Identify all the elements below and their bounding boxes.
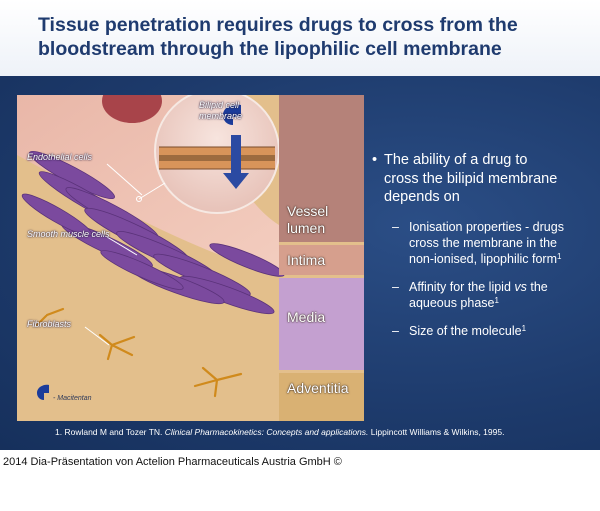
adventitia-label: Adventitia — [287, 380, 349, 396]
title-bar: Tissue penetration requires drugs to cro… — [0, 0, 600, 76]
bilipid-membrane — [159, 146, 275, 170]
bullet-list: • The ability of a drug to cross the bil… — [372, 151, 598, 339]
legend-label: - Macitentan — [53, 395, 92, 402]
smooth-muscle-cells-label: Smooth muscle cells — [27, 229, 110, 239]
adventitia-block — [279, 373, 364, 421]
callout-label-line2: membrane — [199, 111, 243, 121]
media-label: Media — [287, 309, 326, 325]
sub-bullet-ionisation: – Ionisation properties - drugs cross th… — [392, 219, 564, 266]
vessel-lumen-label: Vessel lumen — [287, 203, 329, 236]
vessel-wall-illustration: Bilipid cell membrane Endothelial cells … — [17, 95, 364, 421]
endothelial-cells-label: Endothelial cells — [27, 152, 93, 162]
sub-bullet-size: – Size of the molecule1 — [392, 323, 527, 338]
callout-leader — [138, 182, 166, 200]
intima-block — [279, 245, 364, 275]
macitentan-molecule-icon — [223, 104, 241, 125]
fibroblasts — [35, 307, 243, 398]
copyright-footer: 2014 Dia-Präsentation von Actelion Pharm… — [3, 456, 342, 468]
bullet-dot: • — [372, 152, 378, 168]
vessel-wall-drawing — [17, 95, 364, 421]
sub-bullet-affinity: – Affinity for the lipid vs the aqueous … — [392, 279, 548, 310]
callout-label: Bilipid cell membrane — [199, 100, 242, 122]
slide-title: Tissue penetration requires drugs to cro… — [38, 14, 518, 60]
vessel-lumen-block — [279, 95, 364, 242]
down-arrow-icon — [223, 135, 249, 189]
fibroblasts-label: Fibroblasts — [27, 319, 72, 329]
legend-molecule-icon — [37, 384, 49, 400]
smooth-muscle-cells — [21, 150, 285, 315]
endothelial-leader — [106, 163, 143, 196]
red-blood-cell — [102, 95, 162, 123]
fibroblast-leader — [84, 326, 110, 346]
bullet-main: • The ability of a drug to cross the bil… — [372, 152, 558, 205]
intima-label: Intima — [287, 252, 326, 268]
smooth-muscle-leader — [106, 236, 138, 256]
media-block — [279, 278, 364, 370]
callout-label-line1: Bilipid cell — [199, 100, 240, 110]
reference-citation: 1. Rowland M and Tozer TN. Clinical Phar… — [55, 427, 505, 437]
